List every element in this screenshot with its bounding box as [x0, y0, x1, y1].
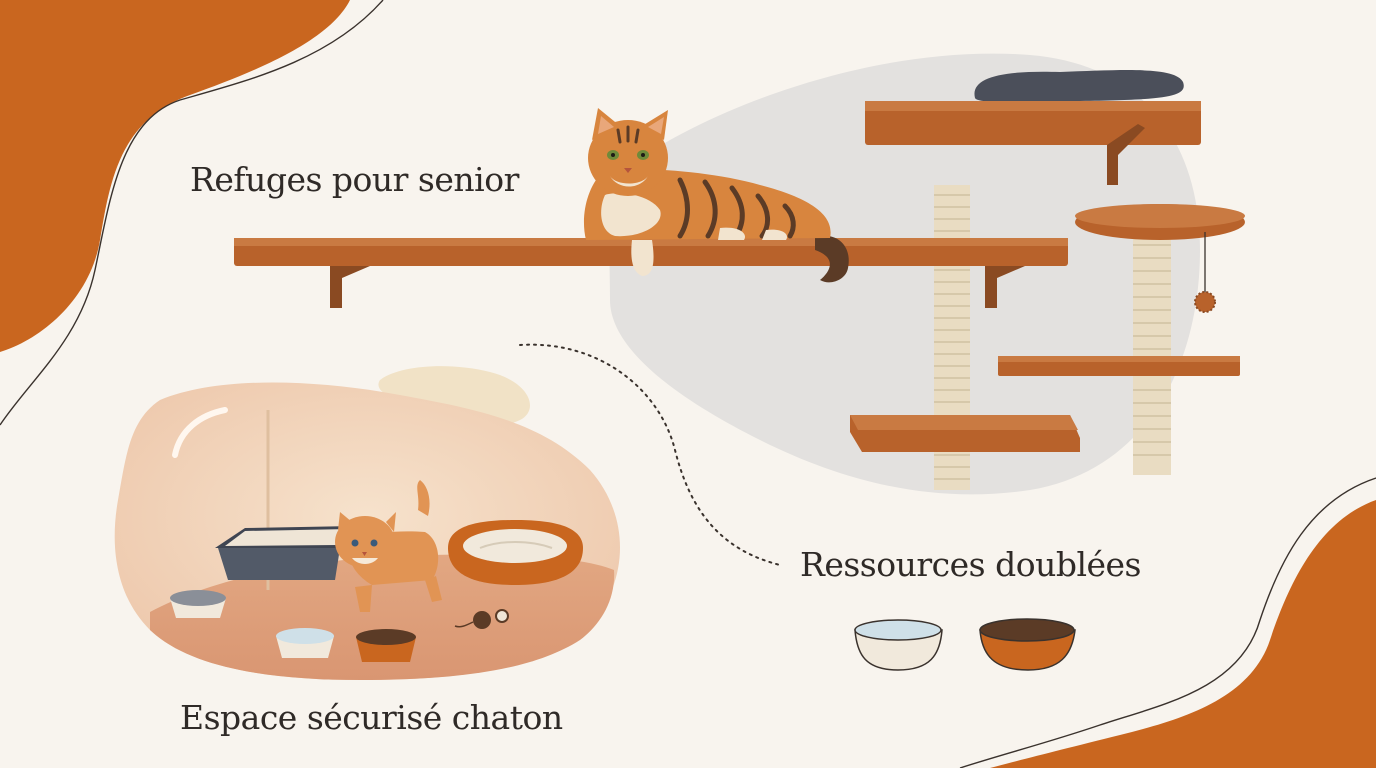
top-left-orange-blob	[0, 0, 350, 352]
water-bowl-icon	[854, 619, 943, 671]
water-bowl-icon	[276, 628, 334, 658]
toy-ball-icon	[1194, 232, 1216, 313]
doubled-resources-label: Ressources doublées	[800, 545, 1142, 584]
food-bowl-icon	[356, 629, 416, 662]
dotted-connector	[519, 343, 781, 566]
kitten-safe-space-label: Espace sécurisé chaton	[180, 698, 563, 737]
senior-cat-icon	[583, 108, 849, 283]
bottom-right-curve-line	[959, 477, 1376, 768]
top-left-curve-line	[0, 0, 384, 426]
food-bowl-icon	[979, 618, 1076, 671]
cat-tree-icon	[850, 185, 1245, 490]
water-bowl-icon	[170, 590, 226, 618]
litter-box-icon	[215, 526, 355, 580]
wall-shelf-icon	[865, 70, 1201, 185]
kitten-icon	[335, 480, 442, 612]
bottom-right-orange-blob	[990, 500, 1376, 768]
senior-refuges-label: Refuges pour senior	[190, 160, 519, 199]
toy-ball-icon	[454, 609, 509, 629]
cat-bed-icon	[448, 520, 583, 585]
shelf-backdrop-blob	[609, 53, 1200, 495]
